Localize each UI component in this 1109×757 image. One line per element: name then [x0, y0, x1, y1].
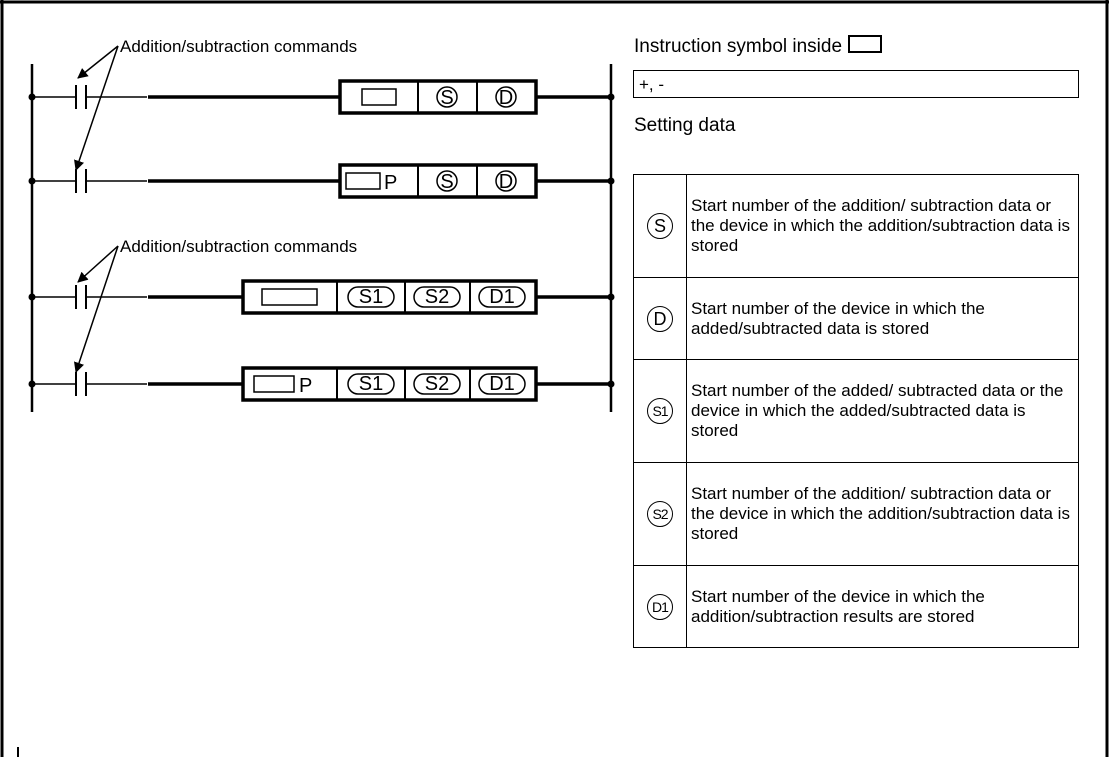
- ladder-diagram: Addition/subtraction commands Addition/s…: [28, 37, 615, 412]
- symbol-placeholder-box: [848, 35, 883, 53]
- operand-symbol: D1: [647, 593, 673, 620]
- command-label-2: Addition/subtraction commands: [120, 237, 357, 256]
- operand-description: Start number of the added/ subtracted da…: [686, 359, 1079, 463]
- operand-symbol: S2: [647, 501, 673, 527]
- label-2-arrow-b: [74, 245, 119, 373]
- operand-s2: S2: [425, 373, 449, 395]
- table-row: S2 Start number of the addition/ subtrac…: [633, 462, 1079, 566]
- table-row: D1 Start number of the device in which t…: [633, 565, 1079, 648]
- operand-symbol: S1: [647, 398, 673, 424]
- table-row: D Start number of the device in which th…: [633, 277, 1079, 360]
- table-row: S Start number of the addition/ subtract…: [633, 174, 1079, 278]
- label-1-arrow-b: [74, 45, 119, 171]
- operand-description: Start number of the addition/ subtractio…: [686, 174, 1079, 278]
- rung-2: P S D: [28, 163, 615, 199]
- operand-symbol: D: [647, 305, 673, 332]
- command-label-1: Addition/subtraction commands: [120, 37, 357, 56]
- operand-s: S: [440, 171, 453, 193]
- operand-s: S: [440, 87, 453, 109]
- pulse-suffix: P: [384, 172, 397, 194]
- operand-s1: S1: [359, 373, 383, 395]
- operand-s1: S1: [359, 286, 383, 308]
- operand-symbol: S: [647, 213, 673, 239]
- setting-data-table: S Start number of the addition/ subtract…: [633, 174, 1079, 648]
- rung-3: S1 S2 D1: [28, 279, 615, 315]
- operand-description: Start number of the device in which the …: [686, 565, 1079, 648]
- operand-d: D: [499, 87, 513, 109]
- operand-d1: D1: [489, 286, 515, 308]
- operand-d1: D1: [489, 373, 515, 395]
- operand-description: Start number of the addition/ subtractio…: [686, 462, 1079, 566]
- table-row: S1 Start number of the added/ subtracted…: [633, 359, 1079, 463]
- operand-description: Start number of the device in which the …: [686, 277, 1079, 360]
- instruction-symbol-placeholder: [361, 88, 397, 106]
- rung-1: S D: [28, 79, 615, 115]
- instruction-symbol-value: +, -: [633, 70, 1079, 98]
- operand-d: D: [499, 171, 513, 193]
- operand-s2: S2: [425, 286, 449, 308]
- pulse-suffix: P: [299, 375, 312, 397]
- setting-data-heading: Setting data: [634, 115, 736, 136]
- rung-4: P S1 S2 D1: [28, 366, 615, 402]
- label-1-arrow-a: [77, 45, 119, 79]
- instruction-symbol-heading: Instruction symbol inside: [634, 35, 883, 58]
- label-2-arrow-a: [77, 245, 119, 283]
- instruction-symbol-heading-text: Instruction symbol inside: [634, 36, 843, 57]
